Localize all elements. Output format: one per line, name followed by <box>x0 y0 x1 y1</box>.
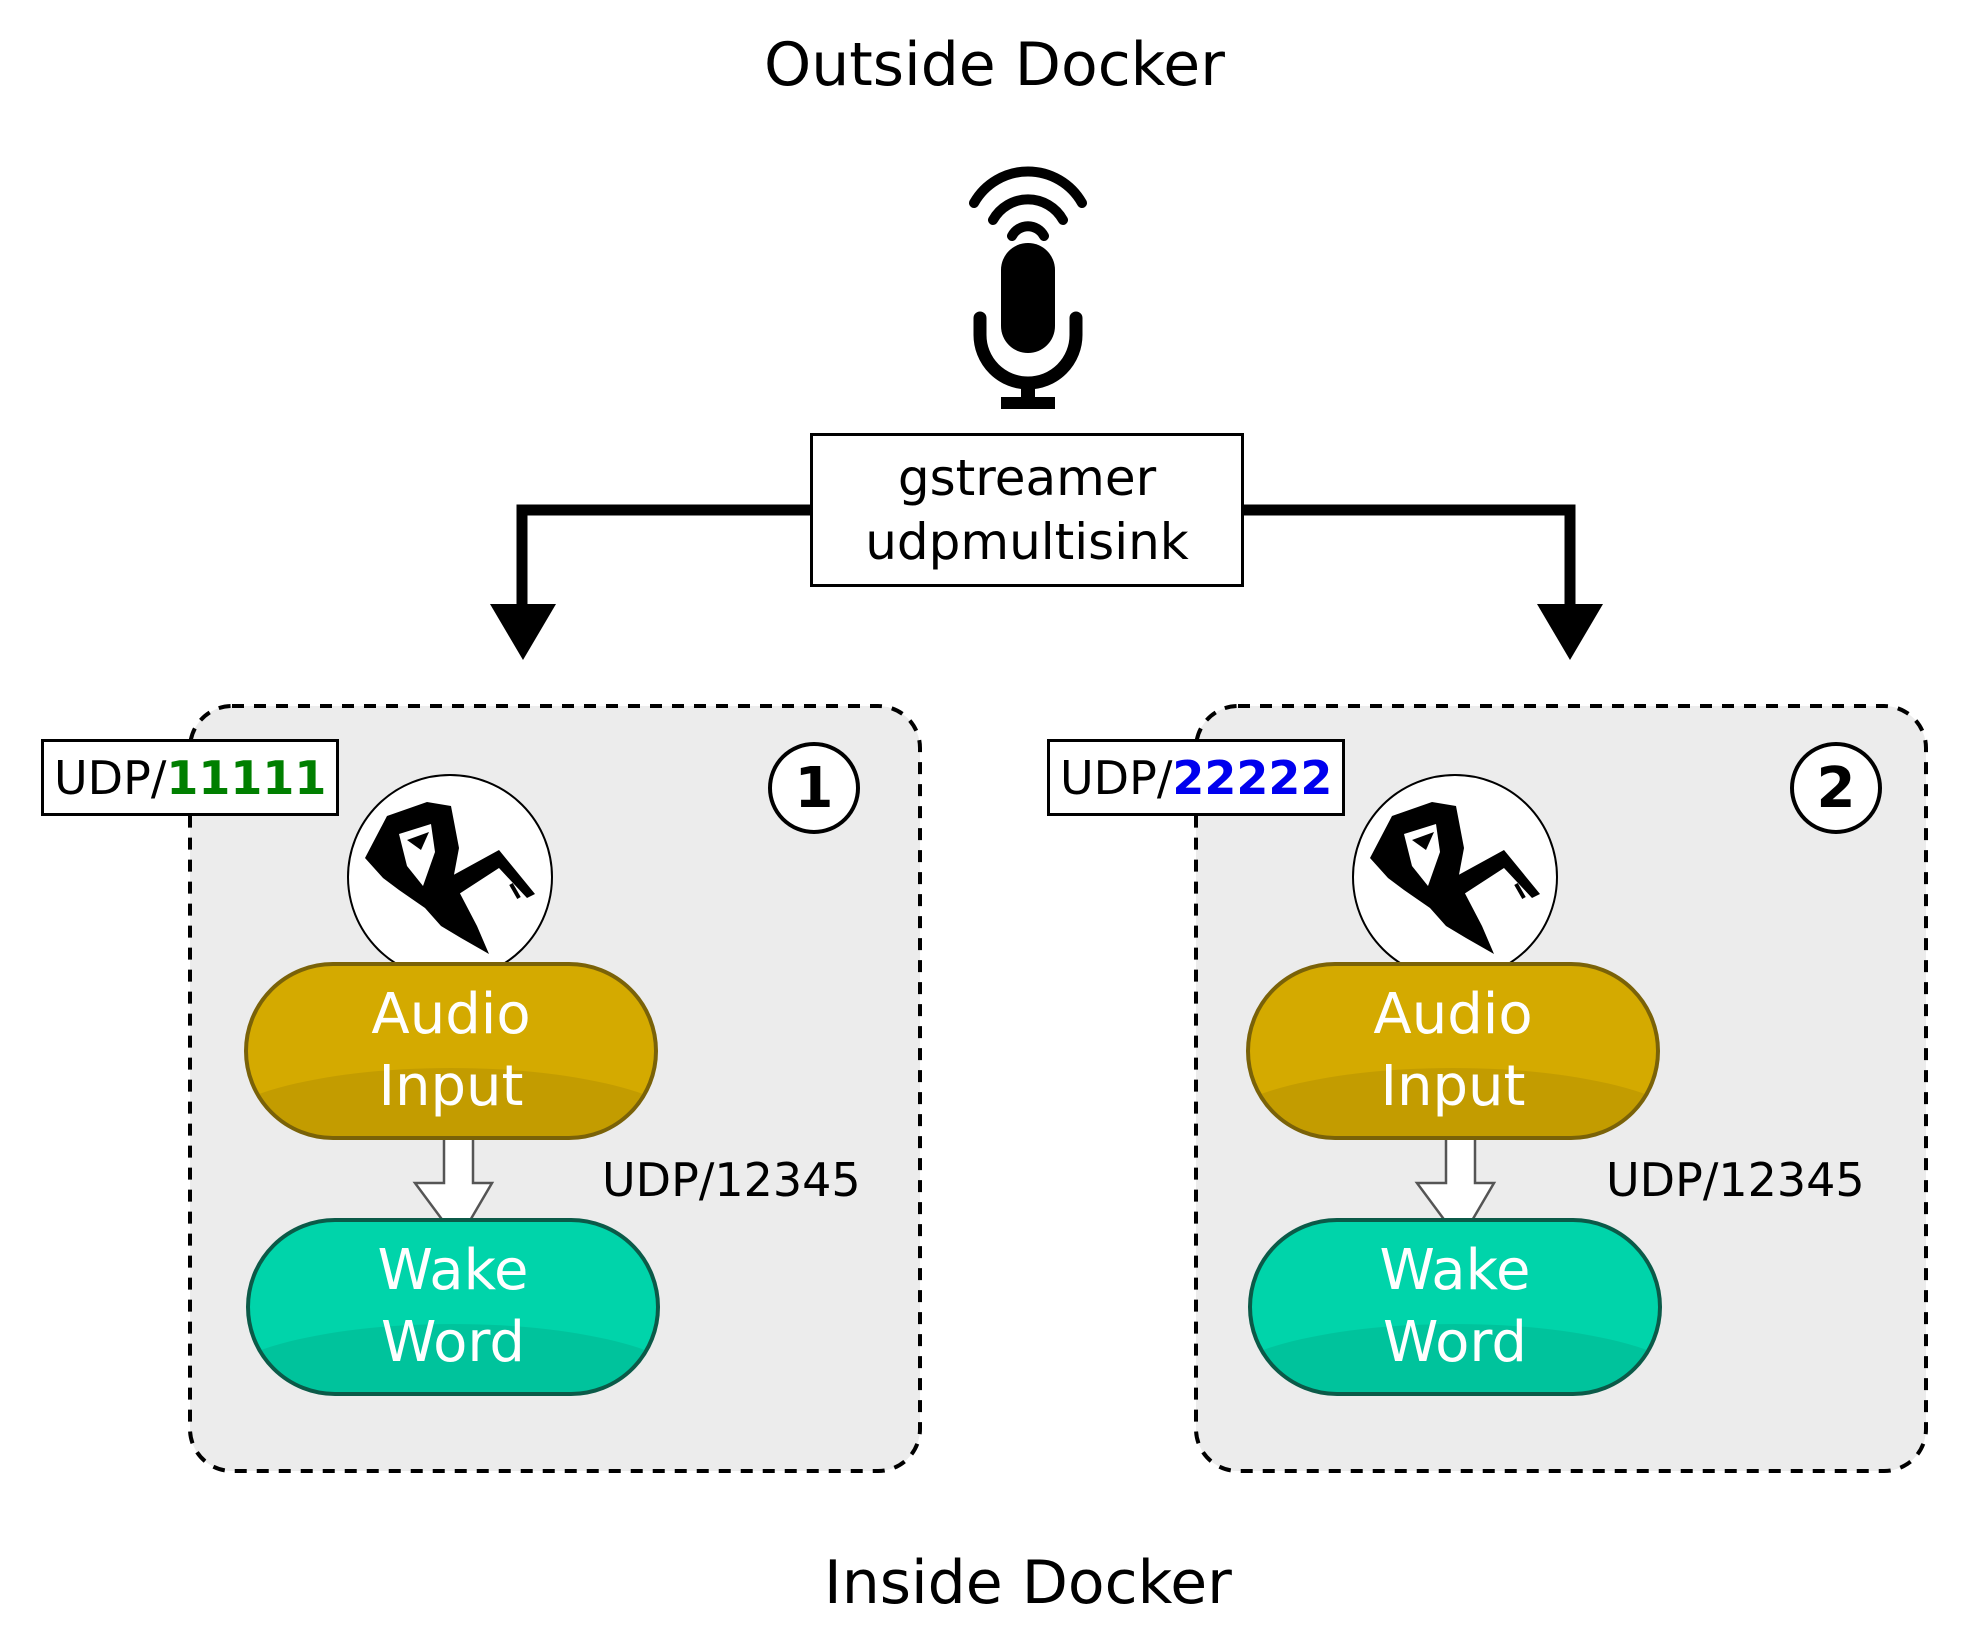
gstreamer-label: gstreamer <box>897 449 1157 507</box>
container-1-wake-word-node: Wake Word <box>246 1218 660 1396</box>
container-2-port-tag: UDP/22222 <box>1047 739 1346 816</box>
wake-word-label-line1: Wake <box>377 1238 529 1303</box>
container-2-wake-word-node: Wake Word <box>1248 1218 1662 1396</box>
inside-docker-heading: Inside Docker <box>824 1548 1232 1618</box>
audio-input-label-line1: Audio <box>371 982 531 1047</box>
outside-docker-heading: Outside Docker <box>764 30 1225 100</box>
container-2-number-badge: 2 <box>1790 742 1882 834</box>
port-number-22222: 22222 <box>1172 750 1333 805</box>
audio-input-label-line2: Input <box>378 1054 524 1119</box>
container-1-number: 1 <box>794 755 834 821</box>
container-2-number: 2 <box>1816 755 1856 821</box>
port-prefix: UDP/ <box>1060 750 1173 805</box>
wake-word-label-line2: Word <box>381 1310 525 1375</box>
container-2-audio-input-node: Audio Input <box>1246 962 1660 1140</box>
container-1-port-tag: UDP/11111 <box>41 739 340 816</box>
right-connector-arrow <box>1244 504 1603 660</box>
udpmultisink-label: udpmultisink <box>865 513 1189 571</box>
microphone-wifi-icon <box>969 166 1087 409</box>
container-1-number-badge: 1 <box>768 742 860 834</box>
hooded-figure-logo-icon <box>1352 774 1558 980</box>
wake-word-label-line1: Wake <box>1379 1238 1531 1303</box>
gstreamer-udpmultisink-box: gstreamer udpmultisink <box>810 433 1244 587</box>
port-number-11111: 11111 <box>166 750 327 805</box>
port-prefix: UDP/ <box>54 750 167 805</box>
left-connector-arrow <box>490 504 810 660</box>
audio-input-label-line1: Audio <box>1373 982 1533 1047</box>
container-1-link-label: UDP/12345 <box>602 1153 861 1207</box>
container-1-audio-input-node: Audio Input <box>244 962 658 1140</box>
wake-word-label-line2: Word <box>1383 1310 1527 1375</box>
hooded-figure-logo-icon <box>347 774 553 980</box>
audio-input-label-line2: Input <box>1380 1054 1526 1119</box>
container-2-link-label: UDP/12345 <box>1606 1153 1865 1207</box>
